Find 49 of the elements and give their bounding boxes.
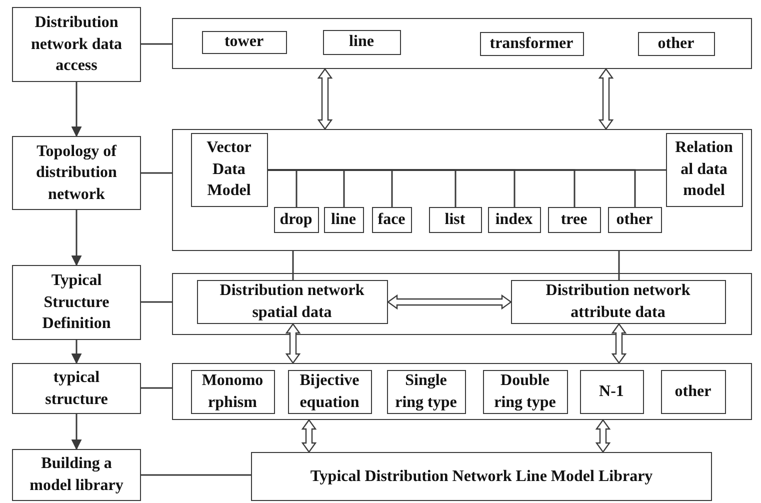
process-box: Vector Data Model [190,132,268,206]
process-box: index [488,206,540,232]
process-box: Distribution network attribute data [510,280,726,324]
process-box: line [322,30,400,54]
double-arrow [598,68,614,130]
process-box: Relation al data model [666,132,742,206]
arrow [71,82,82,138]
connector-line [141,301,172,303]
double-arrow [285,322,301,364]
process-box: Typical Structure Definition [12,265,141,340]
double-arrow [301,418,317,454]
process-box: other [608,206,662,232]
arrow [71,414,82,450]
process-box: Topology of distribution network [12,136,141,210]
process-box: tree [548,206,600,232]
panel-box [172,363,752,420]
process-box: Distribution network data access [12,7,141,82]
connector-line [292,251,294,280]
arrow [71,210,82,266]
process-box: list [428,206,482,232]
double-arrow [595,418,611,454]
process-box: Single ring type [386,370,466,414]
double-arrow [317,68,333,130]
connector-line [141,172,172,174]
process-box: Typical Distribution Network Line Model Library [251,452,712,501]
connector-line [141,474,251,476]
process-box: face [372,206,412,232]
process-box: drop [274,206,318,232]
connector-line [618,251,620,280]
panel-box [172,273,752,335]
process-box: Distribution network spatial data [196,280,388,324]
double-arrow [386,294,512,310]
process-box: Double ring type [482,370,568,414]
panel-box [172,129,752,251]
process-box: Monomo rphism [190,370,274,414]
process-box: Building a model library [12,449,141,501]
process-box: transformer [480,32,584,56]
arrow [71,340,82,364]
process-box: Bijective equation [288,370,372,414]
process-box: tower [202,30,286,54]
process-box: typical structure [12,363,141,414]
process-box: N-1 [580,370,644,414]
process-box: other [638,32,714,56]
connector-line [141,43,172,45]
double-arrow [611,322,627,364]
process-box: other [660,370,726,414]
panel-box [172,18,752,69]
process-box: line [324,206,364,232]
connector-line [141,387,172,389]
